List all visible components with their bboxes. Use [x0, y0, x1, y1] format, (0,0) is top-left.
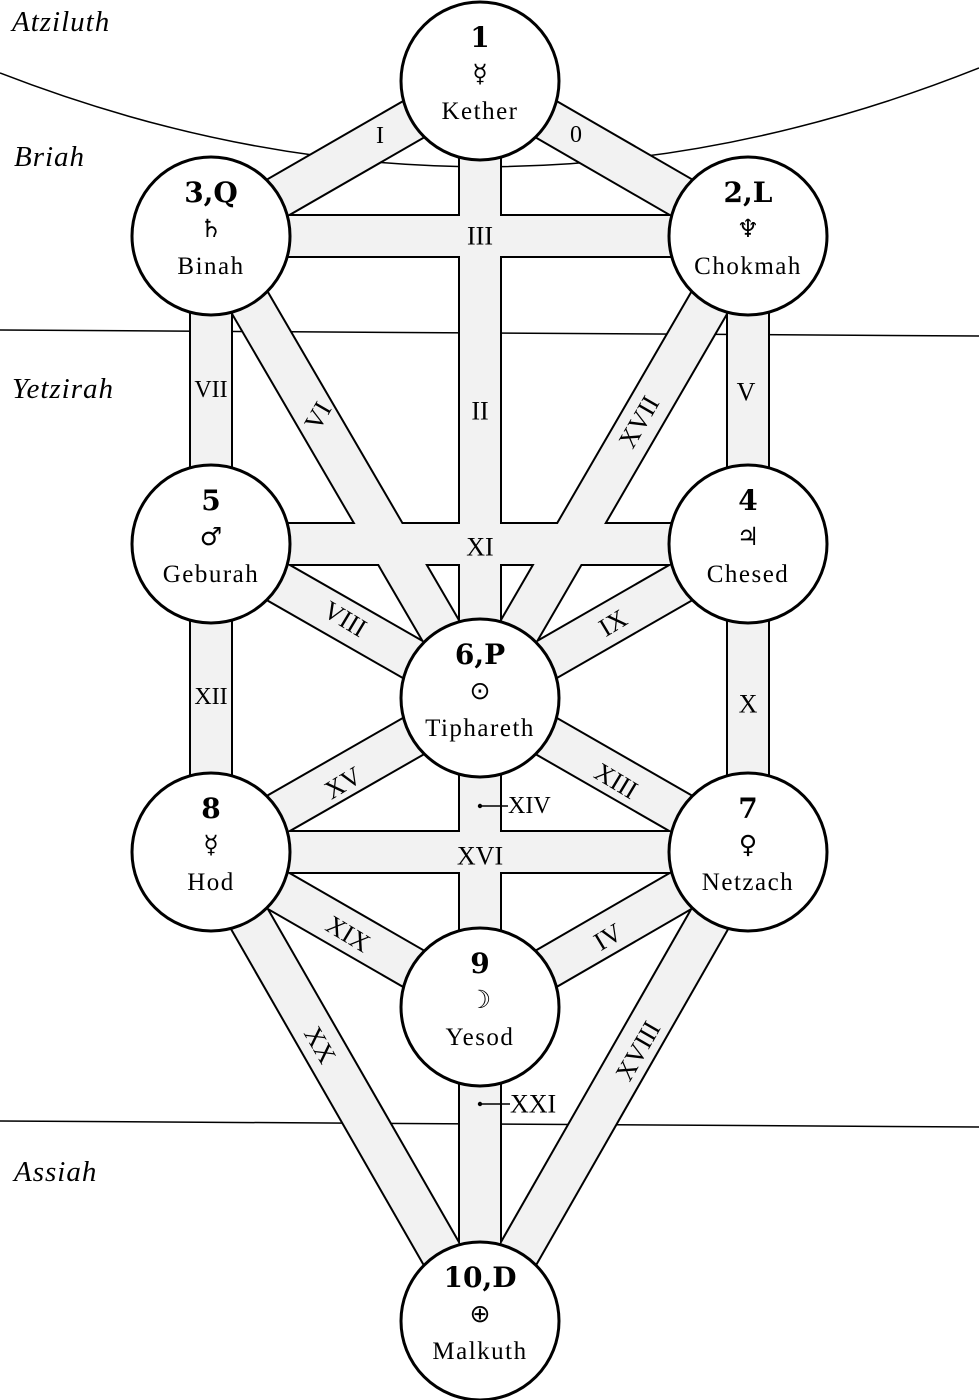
sephirah-circle [399, 617, 561, 779]
sephirah-circle [130, 155, 292, 317]
sephirah-malkuth: 10,D ⊕ Malkuth [399, 1240, 561, 1400]
sephirah-number: 1 [470, 21, 489, 54]
sephirah-name: Hod [187, 869, 235, 896]
path-band-fill [193, 842, 498, 1331]
sephirah-circle [667, 463, 829, 625]
path-label-xii: XII [194, 684, 227, 710]
planet-symbol-icon: ♄ [200, 214, 222, 243]
path-band-fill [193, 225, 498, 709]
world-label-briah: Briah [14, 141, 85, 173]
world-labels: Atziluth Briah Yetzirah Assiah [10, 6, 114, 1188]
sephirah-number: 10,D [444, 1261, 517, 1294]
world-label-assiah: Assiah [12, 1156, 97, 1188]
sephirah-geburah: 5 ♂ Geburah [130, 463, 292, 625]
sephirah-netzach: 7 ♀ Netzach [667, 771, 829, 933]
sephirah-chesed: 4 ♃ Chesed [667, 463, 829, 625]
sephirah-number: 6,P [455, 638, 505, 671]
path-label-v: V [737, 378, 756, 407]
path-band-fill [462, 842, 766, 1331]
path-label-xvi: XVI [457, 842, 503, 871]
sephirah-number: 2,L [724, 176, 773, 209]
path-label-vii: VII [194, 377, 227, 403]
sephirah-name: Binah [177, 253, 244, 280]
sephirah-name: Yesod [446, 1024, 515, 1051]
planet-symbol-icon: ☽ [469, 985, 491, 1014]
sephirah-number: 3,Q [184, 176, 238, 209]
sephirah-number: 8 [201, 792, 220, 825]
sephirah-number: 4 [738, 484, 757, 517]
sephirah-name: Malkuth [432, 1338, 527, 1365]
sephirah-circle [130, 463, 292, 625]
planet-symbol-icon: ⊕ [470, 1299, 491, 1328]
sephirah-name: Chokmah [694, 253, 802, 280]
sephirah-circle [399, 926, 561, 1088]
planet-symbol-icon: ♃ [737, 522, 759, 551]
path-label-iii: III [467, 222, 493, 251]
path-label-xiv: XIV [508, 793, 551, 819]
path-label-xi: XI [466, 533, 493, 562]
path-label-leader-dot [477, 1101, 483, 1107]
sephirah-name: Kether [441, 98, 518, 125]
sephirah-kether: 1 ☿ Kether [399, 0, 561, 162]
sephirah-circle [399, 0, 561, 162]
world-label-yetzirah: Yetzirah [12, 373, 114, 405]
sephirah-hod: 8 ☿ Hod [130, 771, 292, 933]
path-label-i: I [376, 123, 384, 149]
planet-symbol-icon: ☿ [203, 830, 218, 859]
path-label-xxi: XXI [510, 1090, 556, 1119]
planet-symbol-icon: ♂ [200, 522, 222, 551]
path-label-ii: II [471, 397, 488, 426]
sephirah-circle [667, 771, 829, 933]
world-label-atziluth: Atziluth [10, 6, 110, 38]
path-label-0: 0 [570, 122, 582, 148]
path-label-x: X [739, 690, 758, 719]
sephirah-name: Geburah [163, 561, 260, 588]
sephirah-number: 5 [201, 484, 220, 517]
sephirah-binah: 3,Q ♄ Binah [130, 155, 292, 317]
planet-symbol-icon: ⊙ [470, 676, 491, 705]
sephirah-name: Tiphareth [425, 715, 535, 742]
planet-symbol-icon: ♆ [737, 214, 759, 243]
sephirah-number: 9 [470, 947, 489, 980]
sephirah-circle [130, 771, 292, 933]
sephirah-yesod: 9 ☽ Yesod [399, 926, 561, 1088]
planet-symbol-icon: ♀ [739, 830, 757, 859]
path-band-fill [462, 225, 766, 709]
sephirah-name: Chesed [707, 561, 790, 588]
sephirah-number: 7 [738, 792, 757, 825]
sephirah-chokmah: 2,L ♆ Chokmah [667, 155, 829, 317]
sephirah-name: Netzach [702, 869, 794, 896]
planet-symbol-icon: ☿ [472, 59, 487, 88]
path-label-leader-dot [477, 803, 483, 809]
sephirah-tiphareth: 6,P ⊙ Tiphareth [399, 617, 561, 779]
sephiroth-layer: 1 ☿ Kether 2,L ♆ Chokmah 3,Q ♄ Binah 4 ♃ Chesed 5 ♂ Ge… [130, 0, 829, 1400]
sephirah-circle [667, 155, 829, 317]
sephirah-circle [399, 1240, 561, 1400]
